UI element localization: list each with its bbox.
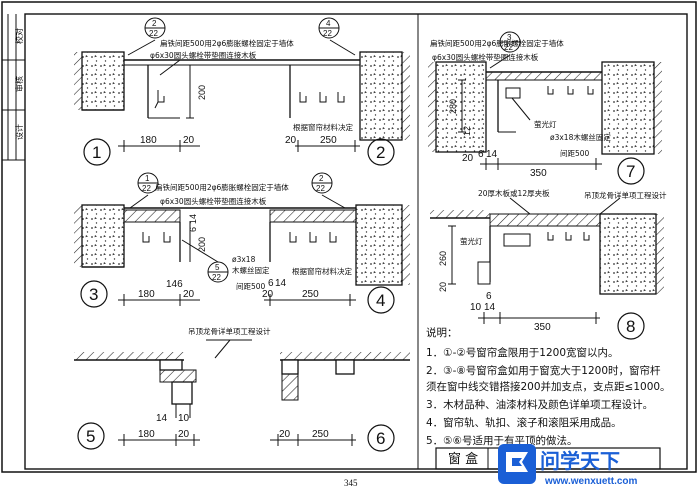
notes-title: 说明： [426,326,458,339]
ref-1-top: 2 [152,19,157,28]
detail-7 [428,31,662,185]
side-label-review: 审核 [14,76,24,92]
d6-dim-250: 250 [312,429,329,440]
ref-2-top: 4 [326,19,331,28]
d7-note-screw: ø3x18木螺丝固定 [550,132,611,142]
detail-1-2 [74,17,410,166]
d8-note-board: 20厚木板或12厚夹板 [478,188,550,198]
detail-5-6 [74,339,410,452]
d3-note-spacing: 间距500 [236,282,266,291]
d7-note-top: 扁铁间距500用2φ6膨胀螺栓固定于墙体 [430,38,564,48]
d8-note-lamp: 萤光灯 [460,236,483,246]
note-line-6: 5．⑤⑥号适用于有平顶的做法。 [426,434,578,447]
d2-dim-250: 250 [320,135,337,146]
detail-3-4 [74,172,410,314]
d5-dim-10: 10 [178,413,190,424]
d4-dim-250: 250 [302,289,319,300]
title-block: 窗 盒 [435,447,661,470]
ref-7-top: 3 [507,33,512,42]
detail-number-4: 4 [376,291,385,310]
ref-4-bottom: 22 [316,184,325,193]
d8-dim-10: 10 [470,302,482,313]
d8-dim-260: 260 [438,251,448,266]
watermark-text: 问学天下 [540,449,620,473]
d7-note-spacing: 间距500 [560,149,590,158]
d7-dim-280: 280 [448,99,458,114]
inner-border [24,13,688,470]
d2-dim-20: 20 [285,135,297,146]
d3-note-screw: ø3x18 [232,255,256,264]
watermark-logo: 问学天下 www.wenxuett.com [498,444,638,487]
d3-dim-200: 200 [197,237,207,252]
d1-note-top: 扁铁间距500用2φ6膨胀螺栓固定于墙体 [160,38,294,48]
d8-dim-20: 20 [438,282,448,292]
ref-7-bottom: 22 [504,43,513,52]
note-line-5: 4．窗帘轨、轨扣、滚子和滚阻采用成品。 [426,416,622,429]
d3-note-board: φ6x30圆头螺栓带垫圈连接木板 [160,196,267,206]
d5-dim-14: 14 [156,413,168,424]
detail-number-7: 7 [626,162,635,181]
title-block-text: 窗 盒 [448,451,478,467]
d7-note-board: φ6x30圆头螺栓带垫圈连接木板 [432,52,539,62]
note-line-1: 1．①-②号窗帘盒限用于1200宽窗以内。 [426,346,619,359]
note-line-3: 须在窗中线交错搭接200并加支点，支点距≤1000。 [426,380,671,393]
ref-3-bottom: 22 [142,184,151,193]
d3-dim-146: 146 [166,279,183,290]
d7-dim-20: 20 [462,153,474,164]
d1-dim-180: 180 [140,135,157,146]
side-label-design: 设计 [14,124,24,140]
d1-dim-height: 200 [197,85,207,100]
d5-dim-180: 180 [138,429,155,440]
d8-note-ceiling: 吊顶龙骨详单项工程设计 [584,190,667,200]
side-strip: 设计 审核 校对 [2,14,25,161]
d6-dim-20: 20 [279,429,291,440]
ref-5-bottom: 22 [212,273,221,282]
outer-border [1,1,697,473]
d3-dim-6: 6 [188,227,198,232]
d7-note-lamp: 萤光灯 [534,119,557,129]
d8-dim-350: 350 [534,322,551,333]
ref-2-bottom: 22 [323,29,332,38]
d3-note-wire: 木螺丝固定 [232,265,270,275]
d2-note-width: 根据窗帘材料决定 [293,122,353,132]
ref-5-top: 5 [215,263,220,272]
ref-1-bottom: 22 [149,29,158,38]
d7-dim-350: 350 [530,168,547,179]
detail-number-5: 5 [86,427,95,446]
detail-number-3: 3 [89,285,98,304]
detail-number-1: 1 [92,143,101,162]
detail-8 [430,197,664,340]
detail-number-8: 8 [626,317,635,336]
note-line-2: 2．③-⑧号窗帘盒如用于窗宽大于1200时，窗帘杆 [426,364,661,377]
detail-number-6: 6 [376,429,385,448]
detail-number-2: 2 [376,143,385,162]
d8-dim-6: 6 [486,291,492,302]
ref-4-top: 2 [319,174,324,183]
side-label-check: 校对 [14,28,24,44]
d8-dim-14: 14 [484,302,496,313]
d4-dim-6: 6 [268,278,274,289]
d1-note-board: φ6x30圆头螺栓带垫圈连接木板 [150,50,257,60]
d3-dim-180: 180 [138,289,155,300]
page-number: 345 [344,478,358,488]
d7-dim-6: 6 [478,149,484,160]
watermark-url: www.wenxuett.com [544,476,638,487]
d3-note-top: 扁铁间距500用2φ6膨胀螺栓固定于墙体 [155,182,289,192]
d4-dim-20: 20 [262,289,274,300]
d3-dim-20: 20 [183,289,195,300]
d4-note-width: 根据窗帘材料决定 [292,266,352,276]
d3-dim-14: 14 [188,214,198,224]
note-line-4: 3．木材品种、油漆材料及颜色详单项工程设计。 [426,398,653,411]
d4-dim-14: 14 [275,278,287,289]
ref-3-top: 1 [145,174,150,183]
d7-dim-12: 12 [462,126,472,136]
d5-note-top: 吊顶龙骨详单项工程设计 [188,326,271,336]
d7-dim-14: 14 [486,149,498,160]
notes-block: 说明： 1．①-②号窗帘盒限用于1200宽窗以内。 2．③-⑧号窗帘盒如用于窗宽… [426,326,671,447]
d1-dim-20: 20 [183,135,195,146]
d5-dim-20: 20 [178,429,190,440]
